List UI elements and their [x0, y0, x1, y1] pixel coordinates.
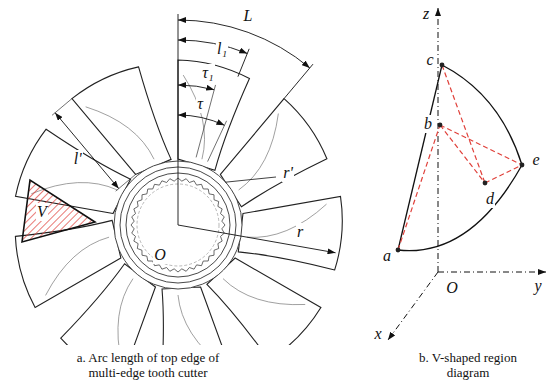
rake-line — [46, 237, 109, 295]
y-axis — [438, 272, 546, 273]
symbol-label: τ — [196, 95, 204, 113]
dashed-edge — [398, 125, 440, 250]
vertex-dot — [520, 163, 525, 168]
v-region — [22, 180, 95, 242]
rake-line — [178, 295, 224, 345]
symbol-label: O — [445, 279, 459, 297]
edge-line — [398, 65, 442, 250]
symbol-label: x — [373, 325, 382, 343]
arc-dimension — [178, 20, 310, 68]
arc-dimension — [178, 85, 214, 90]
vertex-dot — [396, 248, 401, 253]
symbol-label: z — [422, 5, 430, 23]
rake-line — [223, 279, 305, 305]
symbol-label: V — [36, 203, 48, 221]
dashed-edge — [440, 125, 522, 165]
extension-line — [208, 121, 227, 162]
symbol-label: a — [382, 247, 392, 265]
vertex-dot — [438, 123, 443, 128]
symbol-label: r — [296, 223, 304, 241]
leader-line — [226, 177, 276, 182]
symbol-label: e — [531, 151, 540, 169]
vertex-dot — [483, 181, 488, 186]
symbol-label: l₁ — [216, 40, 228, 58]
dashed-edge — [485, 165, 522, 183]
symbol-label: O — [153, 246, 167, 264]
dashed-edge — [440, 125, 485, 183]
edge-curve — [398, 165, 522, 251]
extension-line — [238, 49, 249, 77]
dashed-edge — [442, 65, 485, 183]
extension-line — [196, 85, 215, 157]
reference-line — [178, 14, 179, 225]
z-axis — [438, 8, 439, 272]
symbol-label: d — [485, 190, 495, 208]
arc-dimension — [178, 115, 224, 125]
edge-curve — [442, 65, 522, 165]
symbol-label: y — [533, 277, 542, 295]
figure-caption: b. V-shaped region diagram — [402, 351, 534, 381]
cutter-tooth — [72, 67, 171, 175]
x-axis — [388, 272, 438, 340]
extension-line — [284, 64, 313, 98]
linear-dimension — [55, 113, 119, 189]
symbol-label: b — [423, 115, 433, 133]
cutter-tooth — [161, 287, 234, 345]
dimensions — [52, 14, 336, 253]
cutter-tooth — [207, 258, 321, 345]
symbol-label: τ₁ — [201, 64, 214, 82]
arc-dimension — [178, 40, 247, 53]
figure-caption: a. Arc length of top edge of multi-edge … — [62, 351, 234, 381]
rake-line — [86, 107, 154, 159]
cutter-tooth — [220, 99, 326, 207]
symbol-label: c — [425, 51, 434, 69]
symbol-label: l' — [73, 150, 83, 168]
rake-line — [118, 279, 133, 345]
extension-line — [52, 99, 72, 116]
cutter-tooth — [238, 196, 342, 270]
v-region-3d — [388, 8, 546, 340]
rake-line — [247, 204, 327, 237]
radius-arrow — [178, 225, 336, 253]
extension-line — [116, 174, 136, 191]
cutter — [15, 60, 342, 345]
symbol-label: r' — [282, 164, 294, 182]
vertex-dot — [440, 63, 445, 68]
symbol-label: L — [243, 7, 254, 25]
